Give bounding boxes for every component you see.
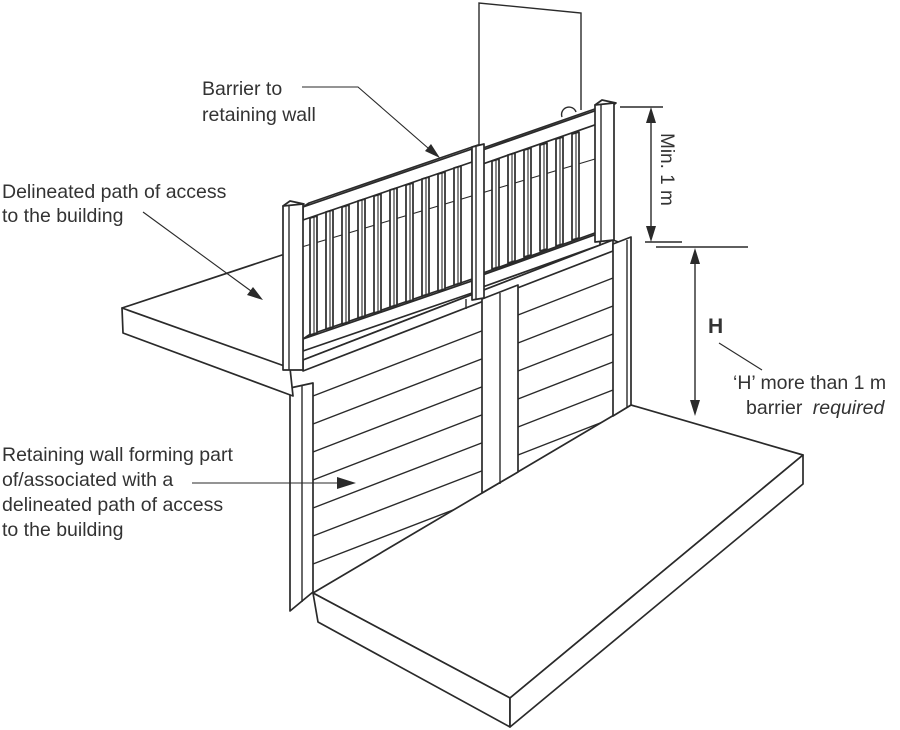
h-note-leader [718, 342, 763, 371]
ground-slab [312, 404, 804, 728]
path-leader [142, 211, 252, 292]
top-rail-left-front [302, 148, 473, 221]
h-symbol: H [708, 315, 723, 338]
plank-lines-right [517, 277, 614, 456]
wall-label-line4: to the building [2, 519, 123, 541]
h-note-required: required [813, 397, 886, 419]
baluster-edge-lines [313, 133, 577, 334]
h-note-line2: barrier required [746, 397, 885, 419]
barrier-railing [282, 99, 617, 371]
label-path: Delineated path of access to the buildin… [2, 181, 263, 300]
retaining-wall-planks [312, 277, 614, 565]
building-wall [478, 2, 582, 147]
h-dimension: H ‘H’ more than 1 m barrier required [656, 246, 886, 419]
path-back-edge [121, 254, 283, 309]
h-note-barrier: barrier [746, 397, 803, 419]
barrier-leader [302, 86, 429, 149]
min-height-dimension: Min. 1 m [620, 106, 682, 243]
path-leader-arrowhead [247, 287, 263, 300]
path-label-line2: to the building [2, 205, 123, 227]
railing-post-right [594, 102, 615, 243]
h-note-line1: ‘H’ more than 1 m [733, 372, 886, 394]
label-barrier: Barrier to retaining wall [202, 78, 440, 158]
label-retaining-wall: Retaining wall forming part of/associate… [2, 444, 356, 541]
plank-lines-left [312, 326, 493, 565]
barrier-label-line1: Barrier to [202, 78, 282, 100]
barrier-label-line2: retaining wall [202, 104, 316, 126]
access-path-slab [121, 254, 294, 397]
wall-label-line1: Retaining wall forming part [2, 444, 233, 466]
wall-right-post [612, 236, 632, 417]
path-front-face [121, 307, 294, 397]
min-height-text: Min. 1 m [656, 133, 677, 206]
balusters [309, 131, 580, 336]
barrier-leader-arrowhead [425, 144, 440, 158]
dim-arrow-down [646, 226, 656, 242]
dim-arrow-up [646, 107, 656, 123]
wall-label-line2: of/associated with a [2, 469, 173, 491]
wall-label-line3: delineated path of access [2, 494, 223, 516]
railing-post-left [282, 203, 304, 371]
railing-post-middle [471, 143, 485, 301]
h-arrow-down [690, 400, 700, 416]
gate-latch [560, 106, 577, 118]
wall-leader-arrowhead [337, 477, 356, 489]
h-arrow-up [690, 248, 700, 264]
path-label-line1: Delineated path of access [2, 181, 227, 203]
retaining-wall-structure [289, 236, 632, 612]
ground-front-right-face [509, 454, 804, 728]
